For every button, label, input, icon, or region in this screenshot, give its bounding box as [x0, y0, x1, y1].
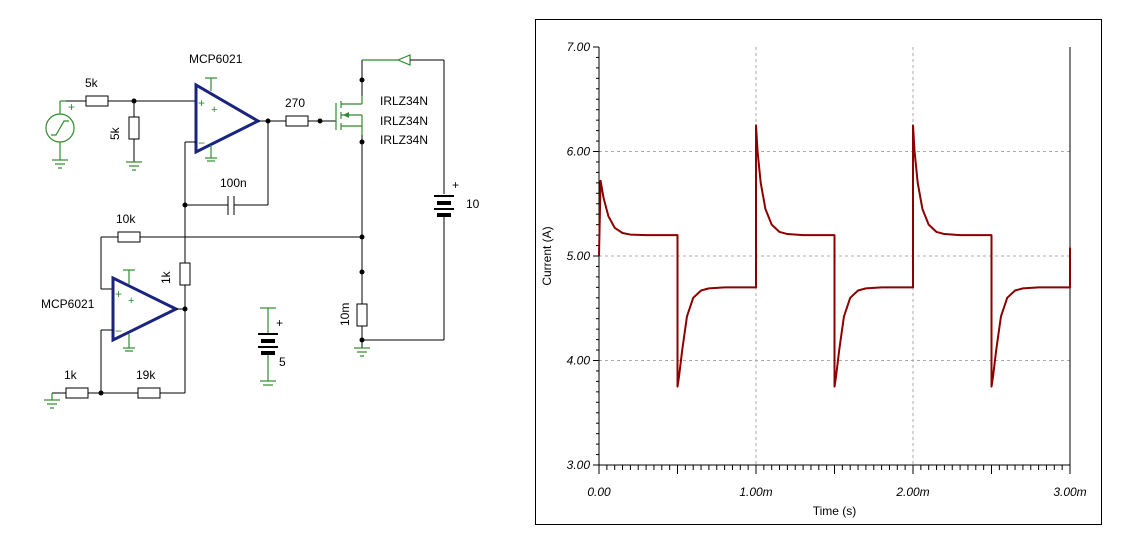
resistor-r-sense: [356, 303, 368, 327]
battery-main: [434, 195, 454, 217]
label-mosfet-1: IRLZ34N: [380, 94, 428, 108]
opamp-bottom: + − +: [111, 269, 180, 352]
resistor-r-in: [85, 95, 109, 107]
resistor-r-gate: [285, 115, 309, 127]
y-tick-label: 7.00: [567, 40, 591, 54]
resistor-r-gain-in: [65, 387, 89, 399]
y-tick-label: 6.00: [567, 145, 591, 159]
resistor-r-shunt: [128, 116, 140, 140]
battery-aux: [258, 307, 278, 386]
ground-icon: [126, 161, 142, 171]
opamp-top: + − +: [194, 77, 262, 162]
svg-text:+: +: [211, 104, 217, 116]
label-opamp-top: MCP6021: [189, 52, 243, 66]
label-battery-main: 10: [466, 197, 480, 211]
label-mosfet-3: IRLZ34N: [380, 133, 428, 147]
y-axis-label: Current (A): [540, 226, 554, 285]
source-plus-sign: +: [68, 100, 75, 114]
signal-source: +: [45, 100, 75, 169]
ground-icon: [354, 347, 370, 357]
label-r-gain-in: 1k: [64, 368, 78, 382]
label-mosfet-2: IRLZ34N: [380, 114, 428, 128]
label-r-fb-top: 10k: [116, 212, 136, 226]
y-tick-label: 5.00: [567, 249, 591, 263]
x-tick-label: 1.00m: [739, 485, 772, 499]
label-r-sense: 10m: [338, 303, 352, 326]
svg-text:−: −: [115, 324, 122, 338]
x-tick-label: 2.00m: [895, 485, 929, 499]
resistor-r-fb-mid: [179, 262, 191, 286]
y-tick-label: 4.00: [567, 354, 591, 368]
label-r-gate: 270: [285, 96, 305, 110]
x-axis-label: Time (s): [813, 504, 857, 518]
svg-text:+: +: [198, 96, 205, 110]
series-layer: [598, 124, 1071, 388]
label-battery-aux: 5: [279, 355, 286, 369]
label-r-fb-mid: 1k: [159, 270, 173, 284]
label-r-gain-fb: 19k: [136, 368, 156, 382]
voltage-pin-icon: [396, 54, 411, 66]
x-tick-label: 0.00: [587, 485, 611, 499]
svg-text:−: −: [198, 136, 205, 150]
resistor-r-fb-top: [117, 231, 141, 243]
battery-aux-plus: +: [276, 316, 283, 330]
ground-icon: [44, 393, 60, 409]
label-r-shunt: 5k: [108, 126, 122, 140]
y-tick-label: 3.00: [567, 458, 591, 472]
svg-text:+: +: [128, 295, 134, 307]
current-series-line: [598, 124, 1071, 388]
svg-text:+: +: [115, 287, 122, 301]
x-tick-label: 3.00m: [1053, 485, 1086, 499]
resistor-r-gain-fb: [137, 387, 161, 399]
ticks-layer: 3.00 4.00 5.00 6.00 7.00 0.00 1.00m 2.00m 3.00m: [567, 40, 1087, 499]
circuit-schematic: + 5k 5k + − + MCP6021 270 100n: [41, 52, 480, 409]
label-opamp-bottom: MCP6021: [41, 297, 95, 311]
battery-main-plus: +: [452, 178, 459, 192]
label-r-in: 5k: [85, 76, 99, 90]
label-c-fb: 100n: [220, 176, 247, 190]
mosfet-group: [335, 96, 363, 135]
